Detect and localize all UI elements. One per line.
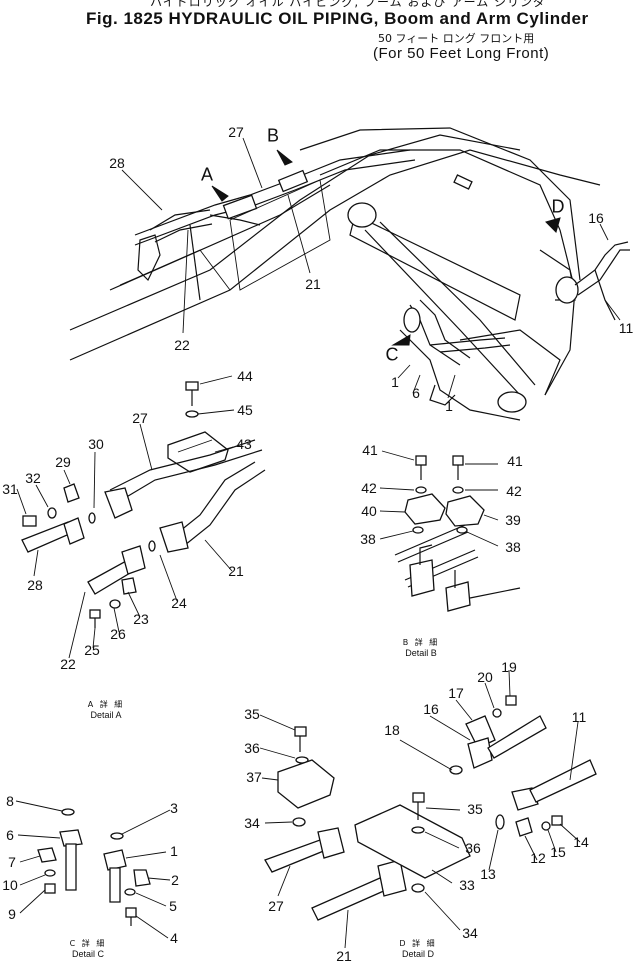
callout-41: 41: [507, 453, 523, 469]
detail-b-caption-en: Detail B: [405, 648, 437, 658]
subtitle-japanese: 50 フィート ロング フロント用: [378, 32, 535, 45]
detail-c-drawing: [15, 800, 171, 939]
callout-9: 9: [8, 906, 16, 922]
detail-b-drawing: [379, 450, 521, 612]
title-japanese: ハイドロリック オイル パイピング, ブーム および アーム シリンダ: [150, 0, 547, 9]
callout-21: 21: [228, 563, 244, 579]
callout-1: 1: [391, 374, 399, 390]
callout-19: 19: [501, 659, 517, 675]
callout-33: 33: [459, 877, 475, 893]
callout-4: 4: [170, 930, 178, 946]
callout-22: 22: [60, 656, 76, 672]
view-arrow-c: C: [385, 344, 399, 365]
callout-16: 16: [588, 210, 604, 226]
callout-34: 34: [462, 925, 478, 941]
callout-34: 34: [244, 815, 260, 831]
detail-c-caption-jp: C 詳 細: [69, 939, 107, 948]
callout-24: 24: [171, 595, 187, 611]
callout-42: 42: [506, 483, 522, 499]
view-arrow-a: A: [200, 164, 214, 185]
callout-12: 12: [530, 850, 546, 866]
callout-31: 31: [2, 481, 18, 497]
callout-14: 14: [573, 834, 589, 850]
detail-a-caption-jp: A 詳 細: [87, 700, 125, 709]
detail-b-caption-jp: B 詳 細: [402, 638, 440, 647]
callout-28: 28: [109, 155, 125, 171]
figure-title: Fig. 1825 HYDRAULIC OIL PIPING, Boom and…: [86, 9, 589, 28]
callout-32: 32: [25, 470, 41, 486]
view-arrow-d: D: [551, 196, 565, 217]
callout-44: 44: [237, 368, 253, 384]
callout-38: 38: [505, 539, 521, 555]
callout-26: 26: [110, 626, 126, 642]
callout-27: 27: [268, 898, 284, 914]
view-arrow-b: B: [266, 125, 280, 146]
callout-21: 21: [305, 276, 321, 292]
callout-27: 27: [228, 124, 244, 140]
callout-22: 22: [174, 337, 190, 353]
detail-d-drawing: [259, 669, 597, 949]
callout-1: 1: [170, 843, 178, 859]
callout-39: 39: [505, 512, 521, 528]
callout-21: 21: [336, 948, 352, 964]
detail-c-caption-en: Detail C: [71, 949, 105, 959]
callout-5: 5: [169, 898, 177, 914]
callout-45: 45: [237, 402, 253, 418]
callout-13: 13: [480, 866, 496, 882]
callout-29: 29: [55, 454, 71, 470]
callout-25: 25: [84, 642, 100, 658]
callout-18: 18: [384, 722, 400, 738]
callout-42: 42: [361, 480, 377, 496]
callout-35: 35: [244, 706, 260, 722]
boom-assembly-drawing: [69, 127, 630, 421]
detail-b-caption: B 詳 細 Detail B: [403, 637, 440, 658]
callout-23: 23: [133, 611, 149, 627]
callout-41: 41: [362, 442, 378, 458]
callout-40: 40: [361, 503, 377, 519]
callout-38: 38: [360, 531, 376, 547]
callout-30: 30: [88, 436, 104, 452]
detail-c-caption: C 詳 細 Detail C: [70, 938, 107, 959]
callout-3: 3: [170, 800, 178, 816]
callout-2: 2: [171, 872, 179, 888]
detail-a-drawing: [16, 375, 266, 659]
callout-36: 36: [244, 740, 260, 756]
detail-a-caption-en: Detail A: [90, 710, 122, 720]
callout-7: 7: [8, 854, 16, 870]
detail-d-caption-jp: D 詳 細: [399, 939, 437, 948]
callout-43: 43: [236, 436, 252, 452]
callout-20: 20: [477, 669, 493, 685]
callout-35: 35: [467, 801, 483, 817]
callout-36: 36: [465, 840, 481, 856]
detail-a-caption: A 詳 細 Detail A: [88, 699, 125, 720]
callout-8: 8: [6, 793, 14, 809]
callout-11: 11: [618, 320, 634, 336]
detail-d-caption: D 詳 細 Detail D: [399, 938, 436, 959]
callout-16: 16: [423, 701, 439, 717]
callout-27: 27: [132, 410, 148, 426]
callout-15: 15: [550, 844, 566, 860]
detail-d-caption-en: Detail D: [401, 949, 434, 959]
subtitle: (For 50 Feet Long Front): [373, 45, 550, 62]
callout-37: 37: [246, 769, 262, 785]
callout-6: 6: [412, 385, 420, 401]
callout-11: 11: [571, 709, 587, 725]
callout-28: 28: [27, 577, 43, 593]
callout-6: 6: [6, 827, 14, 843]
callout-1: 1: [445, 398, 453, 414]
callout-10: 10: [2, 877, 18, 893]
callout-17: 17: [448, 685, 464, 701]
